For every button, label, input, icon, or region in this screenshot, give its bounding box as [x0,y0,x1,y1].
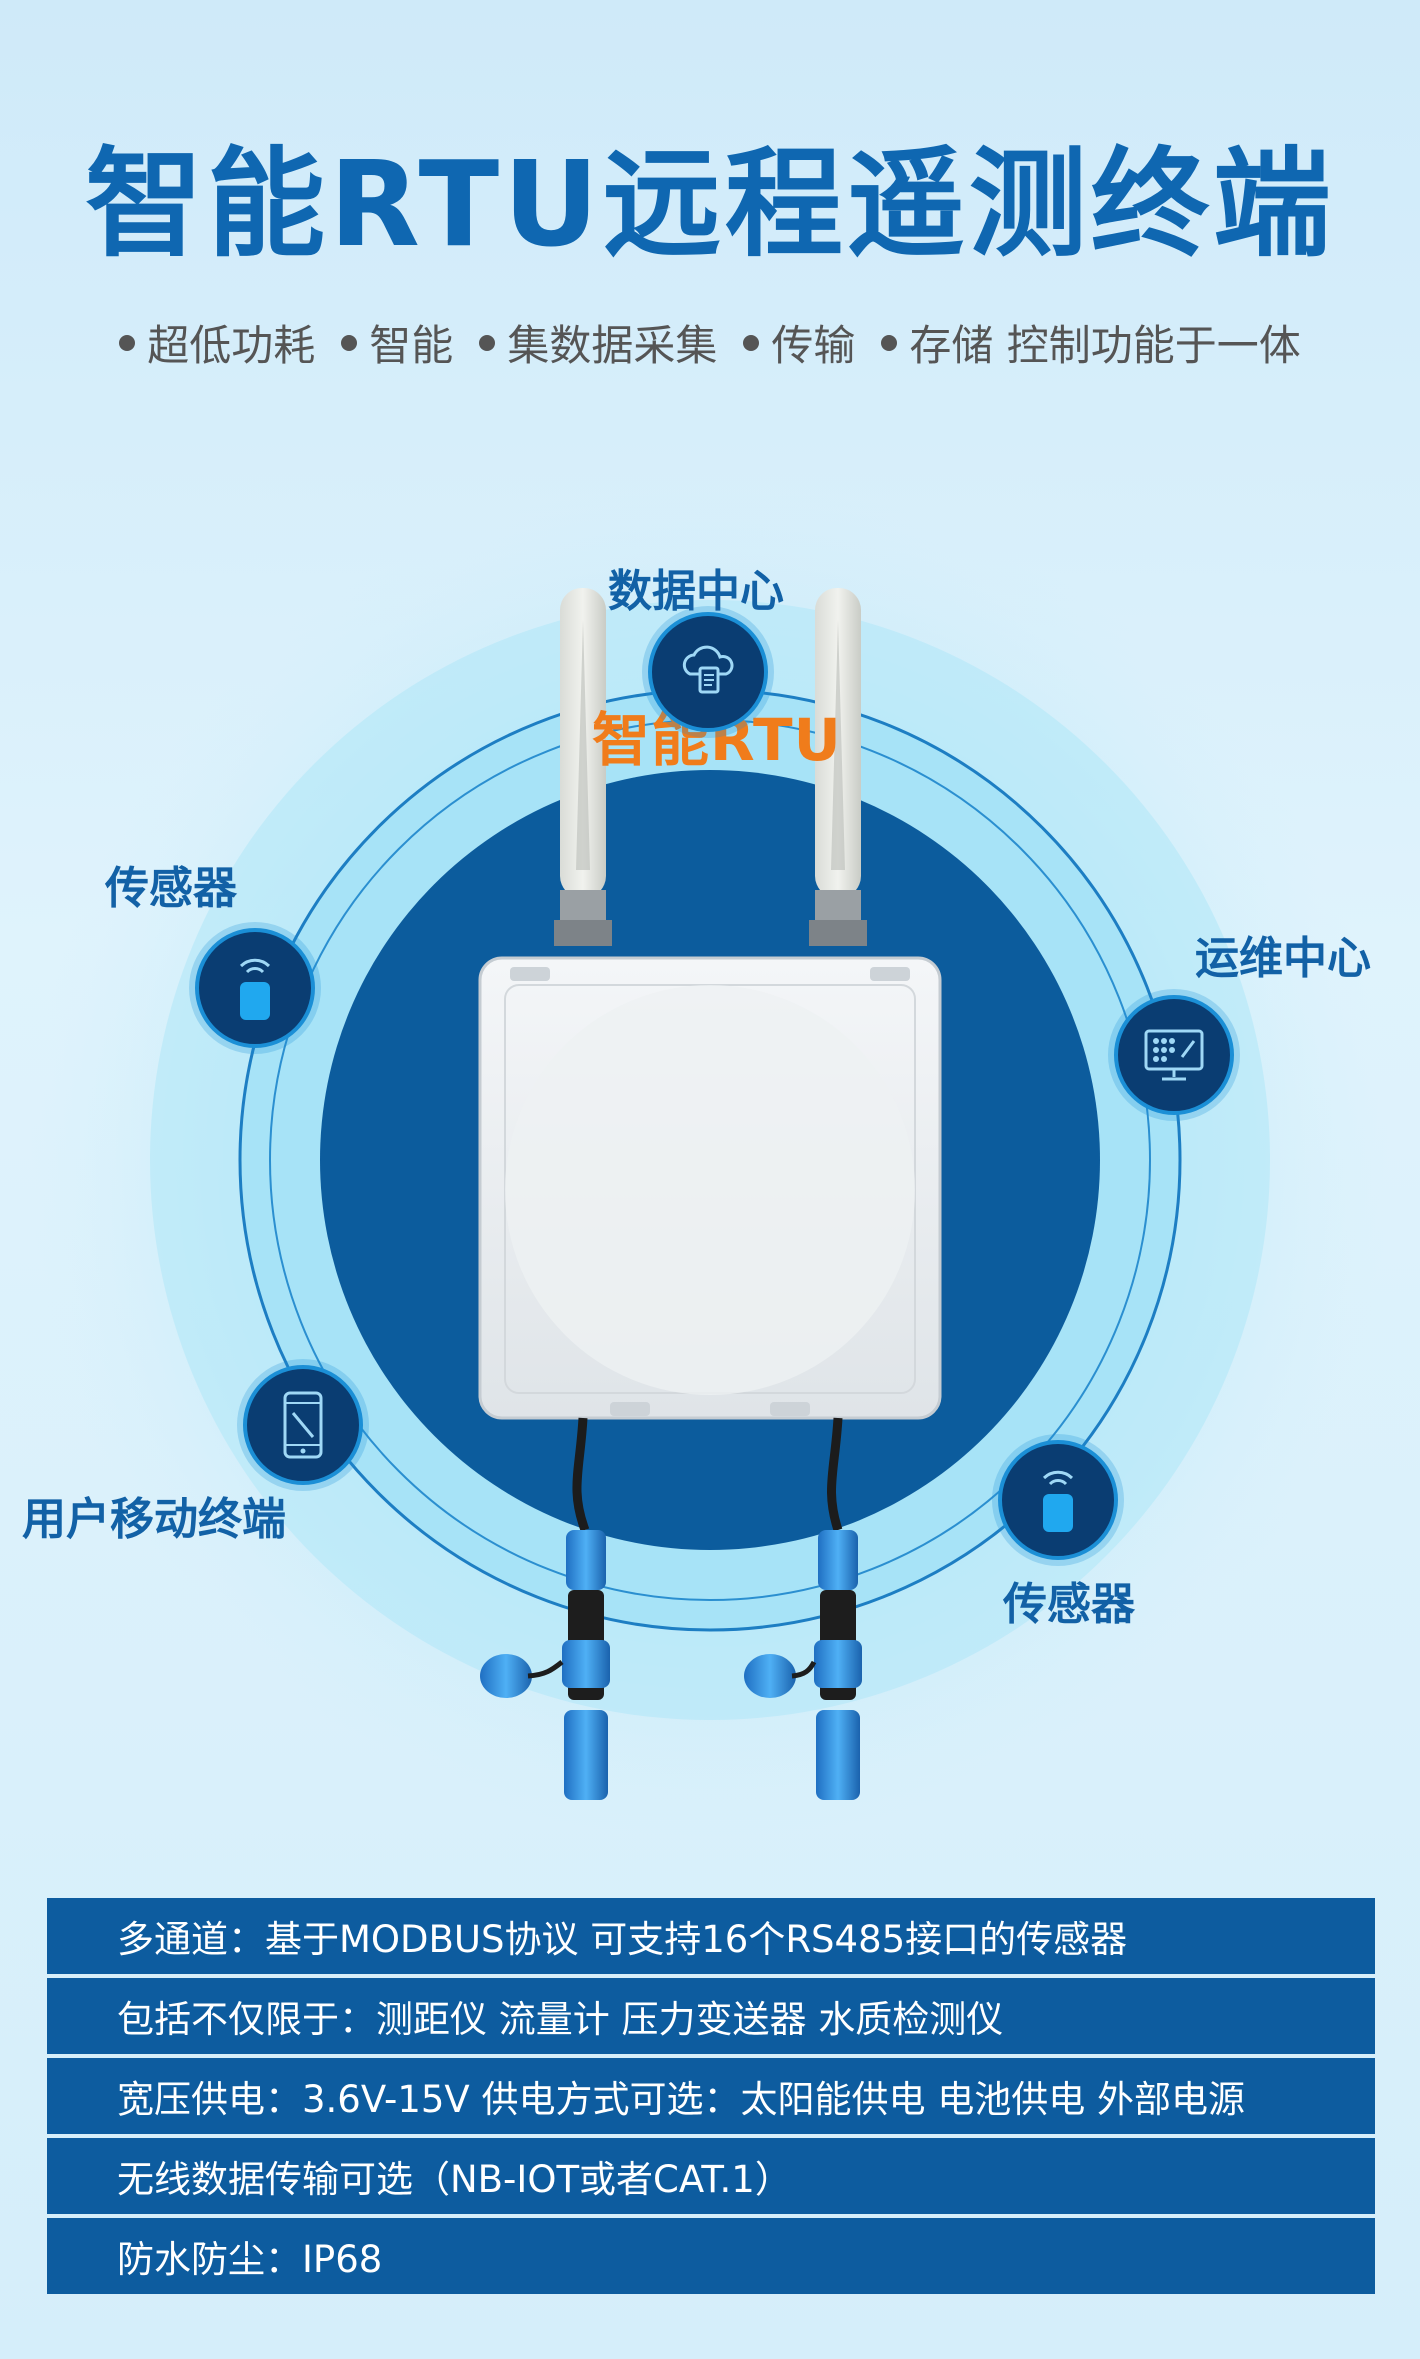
feature-list: 超低功耗 智能 集数据采集 传输 存储 控制功能于一体 [0,312,1420,373]
spec-row: 宽压供电：3.6V-15V 供电方式可选：太阳能供电 电池供电 外部电源 [47,2058,1375,2134]
mobile-phone-icon [283,1391,323,1459]
feature-label: 存储 控制功能于一体 [909,321,1301,370]
feature-item: 超低功耗 [119,312,315,373]
bullet-dot [341,334,358,351]
data-center-label: 数据中心 [608,566,784,617]
spec-row: 包括不仅限于：测距仪 流量计 压力变送器 水质检测仪 [47,1978,1375,2054]
feature-item: 传输 [743,312,855,373]
sensor-label-upper: 传感器 [105,863,237,914]
feature-label: 集数据采集 [507,321,718,370]
data-center-node [648,612,768,732]
spec-row: 多通道：基于MODBUS协议 可支持16个RS485接口的传感器 [47,1898,1375,1974]
bullet-dot [743,334,760,351]
feature-item: 存储 控制功能于一体 [881,312,1301,373]
feature-item: 集数据采集 [479,312,717,373]
mobile-terminal-label: 用户移动终端 [22,1494,286,1545]
antenna-right [809,588,867,946]
spec-row: 无线数据传输可选（NB-IOT或者CAT.1） [47,2138,1375,2214]
cloud-document-icon [682,645,734,694]
sensor-signal-icon [1042,1470,1074,1532]
feature-label: 传输 [771,321,856,370]
ops-center-node [1114,995,1234,1115]
spec-row: 防水防尘：IP68 [47,2218,1375,2294]
sensor-label-lower: 传感器 [1003,1579,1135,1630]
bullet-dot [881,334,898,351]
mobile-terminal-node [243,1365,363,1485]
cable-right [744,1417,862,1800]
monitor-dashboard-icon [1144,1029,1204,1081]
sensor-node-lower [998,1440,1118,1560]
network-diagram [30,480,1390,1840]
sensor-node-upper [195,928,315,1048]
feature-label: 智能 [369,321,454,370]
bullet-dot [119,334,136,351]
antenna-left [554,588,612,946]
cable-left [480,1417,610,1800]
ops-center-label: 运维中心 [1195,933,1371,984]
feature-label: 超低功耗 [147,321,316,370]
page-title: 智能RTU远程遥测终端 [85,135,1335,273]
feature-item: 智能 [341,312,453,373]
sensor-signal-icon [239,958,271,1020]
bullet-dot [479,334,496,351]
rtu-device [478,956,942,1420]
